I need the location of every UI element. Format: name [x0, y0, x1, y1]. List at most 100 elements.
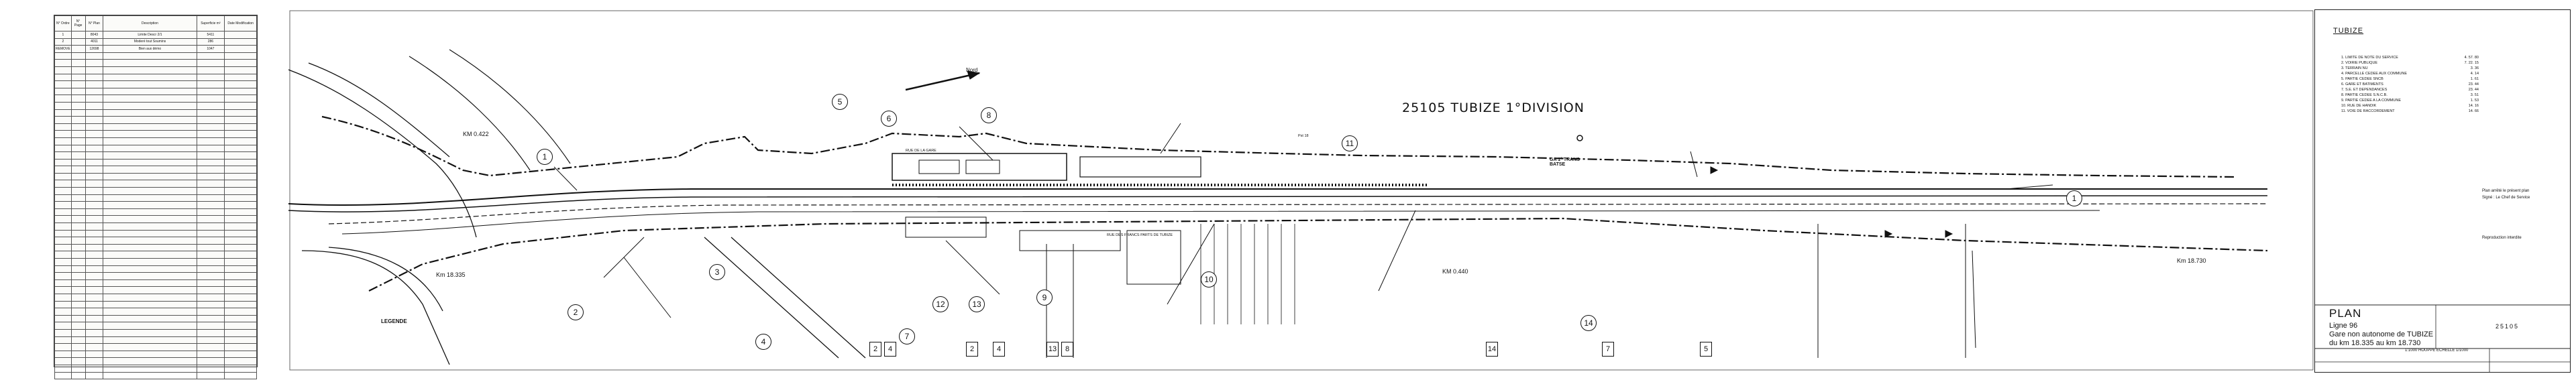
table-cell: [103, 314, 197, 323]
track-line: [328, 203, 2268, 225]
table-cell: [85, 130, 104, 138]
table-row: [54, 208, 257, 216]
boundary-line: [368, 217, 2268, 292]
table-cell: [224, 158, 257, 167]
table-row: [54, 59, 257, 67]
table-cell: [196, 172, 225, 181]
table-cell: REMOVE: [54, 45, 72, 53]
table-cell: [85, 80, 104, 88]
table-cell: [85, 116, 104, 124]
building-block: [1079, 156, 1201, 178]
callout-number: 11: [1342, 135, 1358, 151]
plan-title: PLAN: [2329, 307, 2362, 320]
table-cell: [224, 130, 257, 138]
table-cell: [224, 314, 257, 323]
callout-number: 8: [981, 107, 997, 123]
table-cell: [196, 371, 225, 380]
table-row: [54, 300, 257, 309]
table-cell: 2: [54, 38, 72, 46]
table-cell: [103, 223, 197, 231]
table-cell: [70, 215, 86, 224]
table-row: [54, 357, 257, 365]
table-cell: [85, 172, 104, 181]
table-cell: [103, 101, 197, 110]
table-cell: [70, 180, 86, 188]
leader-line: [553, 123, 2053, 349]
table-cell: [103, 87, 197, 96]
table-cell: [103, 94, 197, 103]
table-cell: [103, 59, 197, 67]
table-cell: [103, 336, 197, 344]
table-row: [54, 158, 257, 167]
table-row: [54, 328, 257, 337]
road-line: [409, 56, 531, 171]
table-cell: [70, 357, 86, 365]
callout-number: 10: [1201, 271, 1217, 288]
table-cell: [224, 66, 257, 74]
table-cell: [54, 357, 72, 365]
road-line: [449, 49, 571, 164]
table-cell: [196, 180, 225, 188]
table-cell: [224, 187, 257, 195]
table-cell: [224, 251, 257, 259]
table-cell: [70, 258, 86, 266]
box-tag: 13: [1046, 342, 1059, 357]
table-row: [54, 66, 257, 74]
table-cell: [196, 229, 225, 238]
table-cell: 8043: [85, 31, 104, 39]
table-cell: [103, 73, 197, 82]
table-cell: [54, 293, 72, 302]
callout-number: 7: [899, 328, 915, 344]
table-cell: [70, 364, 86, 373]
table-cell: [103, 237, 197, 245]
table-cell: [54, 258, 72, 266]
road-line: [301, 250, 450, 365]
table-cell: [54, 66, 72, 74]
table-cell: [70, 130, 86, 138]
table-cell: [54, 151, 72, 160]
callout-number: 3: [709, 264, 725, 280]
table-row: 2 4011 Moderé tout Soumins 286: [54, 38, 257, 46]
table-row: [54, 314, 257, 323]
building-block: [1126, 230, 1181, 285]
ledger-header-row: N° Ordre N° Page N° Plan Description Sup…: [54, 15, 257, 31]
table-row: [54, 258, 257, 266]
table-cell: [196, 350, 225, 359]
box-tag: 4: [884, 342, 896, 357]
table-row: [54, 151, 257, 160]
table-cell: [103, 328, 197, 337]
table-cell: [103, 357, 197, 365]
table-cell: Moderé tout Soumins: [103, 38, 197, 46]
table-cell: [85, 66, 104, 74]
table-cell: [224, 300, 257, 309]
table-cell: [85, 151, 104, 160]
table-cell: [224, 80, 257, 88]
table-cell: [196, 52, 225, 60]
table-cell: [54, 243, 72, 252]
table-cell: [224, 87, 257, 96]
table-cell: [224, 322, 257, 330]
table-cell: [70, 101, 86, 110]
table-cell: [196, 251, 225, 259]
table-cell: [103, 166, 197, 174]
table-cell: [70, 66, 86, 74]
table-cell: [70, 265, 86, 273]
km-label: KM 0.422: [463, 131, 489, 137]
north-label: Nord: [966, 67, 978, 73]
table-cell: [103, 265, 197, 273]
km-label: Km 18.335: [436, 271, 466, 278]
table-cell: [103, 137, 197, 145]
table-cell: [103, 364, 197, 373]
track-line: [341, 210, 2100, 235]
table-cell: [196, 130, 225, 138]
table-cell: [54, 144, 72, 153]
table-cell: [103, 158, 197, 167]
table-row: [54, 293, 257, 302]
table-cell: [224, 59, 257, 67]
table-cell: [70, 272, 86, 280]
plan-line: Gare non autonome de TUBIZE: [2329, 330, 2434, 338]
table-cell: [70, 300, 86, 309]
